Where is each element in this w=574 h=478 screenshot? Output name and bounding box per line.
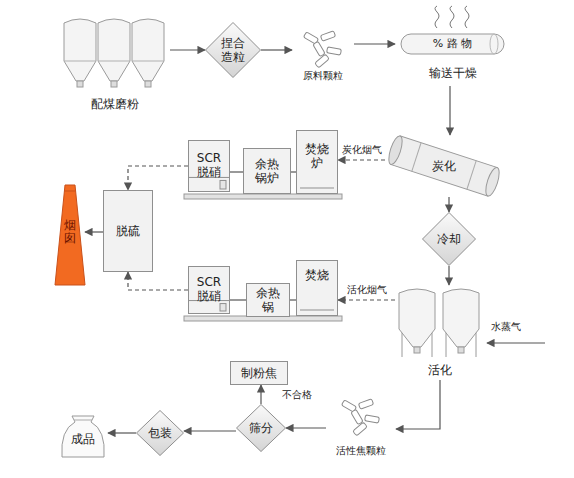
node-text: 焚烧炉 [304, 142, 330, 170]
silo-group: 配煤磨粉 [60, 15, 170, 115]
pellet-icon: 活性焦颗粒 [326, 398, 396, 460]
process-diamond: 筛分 [236, 404, 286, 452]
node-text: 烟囱 [64, 219, 76, 245]
flow-connector [396, 380, 440, 429]
node-text: SCR 脱硝 [192, 275, 226, 303]
flow-connector [184, 430, 236, 431]
steam-arrow [487, 342, 545, 343]
node-text: 余热锅炉 [254, 157, 280, 185]
process-diamond: 捏合造粒 [205, 22, 261, 78]
node-text: 活性焦颗粒 [326, 445, 396, 457]
node-text: 制粉焦 [230, 366, 288, 380]
node-text: % 路 物 [395, 37, 510, 50]
flow-connector [260, 385, 261, 404]
edge-label: 不合格 [281, 389, 313, 401]
scr-box: SCR 脱硝 [188, 266, 230, 314]
flue-gas-connector [338, 299, 395, 300]
flue-gas-connector [128, 272, 188, 290]
pellet-icon: 原料颗粒 [292, 30, 354, 85]
node-text: 配煤磨粉 [60, 97, 170, 111]
desulfur-box: 脱硫 [103, 190, 153, 272]
flow-connector [230, 171, 243, 172]
flow-connector [261, 49, 292, 50]
equipment-platform [184, 194, 342, 199]
node-text: 冷却 [422, 232, 476, 246]
node-text: 焚烧 [296, 268, 338, 282]
node-text: 捏合造粒 [220, 36, 246, 64]
chimney: 烟囱 [55, 185, 85, 285]
flow-connector [448, 197, 449, 212]
free-label: 水蒸气 [490, 321, 522, 333]
incinerator-box: 焚烧 [296, 260, 338, 316]
scr-box: SCR 脱硝 [188, 140, 230, 192]
conveyor-dryer: % 路 物输送干燥 [395, 4, 510, 86]
flue-gas-connector [338, 159, 385, 160]
node-text: 活化 [395, 363, 485, 377]
flow-connector [230, 299, 246, 300]
flow-connector [449, 86, 450, 135]
flow-connector [108, 432, 136, 433]
node-text: 脱硫 [103, 224, 153, 238]
node-text: 炭化 [385, 159, 503, 173]
node-text: 原料颗粒 [292, 70, 354, 82]
product-bag: 成品 [58, 410, 108, 460]
node-text: 筛分 [236, 421, 286, 435]
edge-label: 活化烟气 [346, 284, 388, 296]
rotary-kiln: 炭化 [385, 135, 503, 197]
node-text: 包装 [136, 426, 184, 440]
boiler-box: 余热锅炉 [243, 148, 291, 194]
node-text: SCR 脱硝 [192, 151, 226, 179]
flow-connector [290, 299, 296, 300]
flow-connector [286, 427, 326, 428]
activation-furnace: 活化 [395, 285, 485, 380]
node-text: 输送干燥 [395, 66, 510, 80]
flow-connector [85, 231, 103, 232]
flow-connector [170, 49, 205, 50]
flow-connector [448, 266, 449, 285]
process-diamond: 冷却 [422, 212, 476, 266]
process-diamond: 包装 [136, 410, 184, 456]
node-text: 成品 [58, 432, 108, 446]
incinerator-box: 焚烧炉 [296, 130, 338, 194]
flow-connector [354, 43, 395, 44]
boiler-box: 余热锅 [246, 283, 290, 317]
edge-label: 炭化烟气 [341, 144, 383, 156]
flow-connector [291, 171, 296, 172]
process-box: 制粉焦 [230, 361, 288, 385]
flue-gas-connector [128, 166, 188, 190]
node-text: 余热锅 [255, 286, 281, 314]
